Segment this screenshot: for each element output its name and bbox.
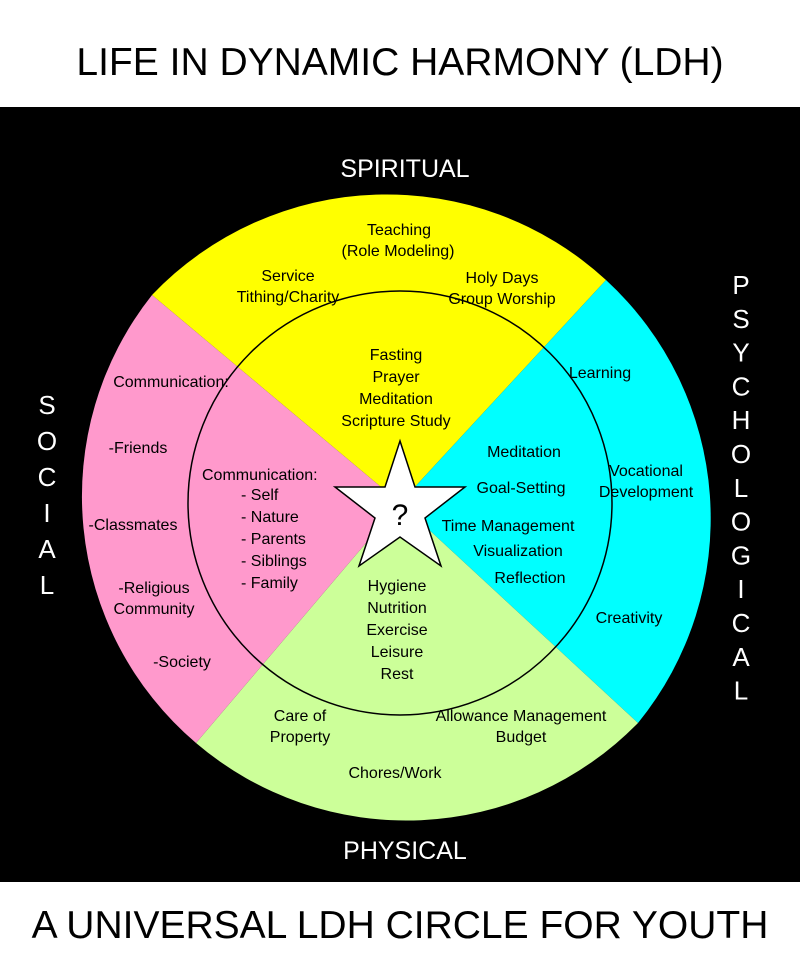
center-star-icon — [332, 438, 468, 568]
outer-physical-item: Allowance Management — [436, 708, 607, 725]
vertical-letter: C — [732, 371, 751, 401]
inner-physical-item: Nutrition — [367, 600, 427, 617]
outer-psychological-item: Creativity — [596, 610, 663, 627]
vertical-letter: O — [731, 439, 751, 469]
outer-psychological-item: Learning — [569, 365, 631, 382]
inner-psychological-item: Time Management — [442, 518, 575, 535]
page-title: LIFE IN DYNAMIC HARMONY (LDH) — [76, 41, 724, 84]
inner-physical-item: Rest — [381, 666, 414, 683]
outer-psychological-item: Vocational — [609, 463, 683, 480]
inner-psychological-item: Goal-Setting — [477, 480, 566, 497]
vertical-letter: S — [38, 390, 55, 420]
outer-physical-item: Care of — [274, 708, 327, 725]
inner-physical-item: Exercise — [366, 622, 427, 639]
outer-social-item: Communication: — [113, 374, 229, 391]
outer-social-item: Community — [114, 601, 195, 618]
vertical-letter: P — [732, 270, 749, 300]
outer-social-item: -Religious — [118, 580, 189, 597]
outer-psychological-item: Development — [599, 484, 694, 501]
outer-social-item: -Classmates — [89, 517, 178, 534]
inner-spiritual-item: Meditation — [359, 391, 433, 408]
outer-spiritual-item: (Role Modeling) — [342, 243, 455, 260]
inner-circle — [187, 290, 613, 716]
outer-social-item: -Friends — [109, 440, 168, 457]
spiritual-label: SPIRITUAL — [340, 155, 469, 183]
vertical-letter: C — [38, 462, 57, 492]
inner-social-heading: Communication: — [202, 467, 318, 484]
center-question-mark: ? — [392, 499, 409, 532]
vertical-letter: S — [732, 304, 749, 334]
outer-spiritual-item: Teaching — [367, 222, 431, 239]
outer-spiritual-item: Service — [261, 268, 314, 285]
inner-psychological-item: Reflection — [494, 570, 565, 587]
vertical-letter: O — [731, 507, 751, 537]
inner-spiritual-item: Prayer — [372, 369, 420, 386]
spiritual-quadrant — [152, 194, 606, 504]
inner-spiritual-item: Fasting — [370, 347, 422, 364]
vertical-letter: O — [37, 426, 57, 456]
outer-social-item: -Society — [153, 654, 211, 671]
vertical-letter: C — [732, 608, 751, 638]
vertical-letter: A — [732, 642, 750, 672]
psychological-quadrant — [400, 280, 711, 723]
vertical-letter: L — [734, 473, 748, 503]
inner-social-item: - Parents — [241, 531, 306, 548]
vertical-letter: I — [737, 574, 744, 604]
outer-physical-item: Budget — [496, 729, 547, 746]
inner-social-item: - Family — [241, 575, 298, 592]
inner-physical-item: Leisure — [371, 644, 424, 661]
inner-social-item: - Self — [241, 487, 279, 504]
vertical-letter: I — [43, 498, 50, 528]
vertical-letter: L — [40, 570, 54, 600]
inner-spiritual-item: Scripture Study — [341, 413, 450, 430]
vertical-letter: A — [38, 534, 56, 564]
outer-physical-item: Chores/Work — [348, 765, 442, 782]
vertical-letter: G — [731, 540, 751, 570]
outer-spiritual-item: Tithing/Charity — [237, 289, 340, 306]
inner-psychological-item: Visualization — [473, 543, 563, 560]
outer-spiritual-item: Holy Days — [466, 270, 539, 287]
physical-quadrant — [196, 503, 638, 821]
inner-social-item: - Nature — [241, 509, 299, 526]
outer-spiritual-item: Group Worship — [448, 291, 555, 308]
inner-psychological-item: Meditation — [487, 444, 561, 461]
vertical-letter: L — [734, 676, 748, 706]
inner-physical-item: Hygiene — [368, 578, 427, 595]
social-quadrant — [81, 295, 401, 743]
physical-label: PHYSICAL — [343, 837, 467, 865]
vertical-letter: Y — [732, 338, 749, 368]
inner-social-item: - Siblings — [241, 553, 307, 570]
page-subtitle: A UNIVERSAL LDH CIRCLE FOR YOUTH — [31, 904, 769, 947]
outer-physical-item: Property — [270, 729, 330, 746]
vertical-letter: H — [732, 405, 751, 435]
